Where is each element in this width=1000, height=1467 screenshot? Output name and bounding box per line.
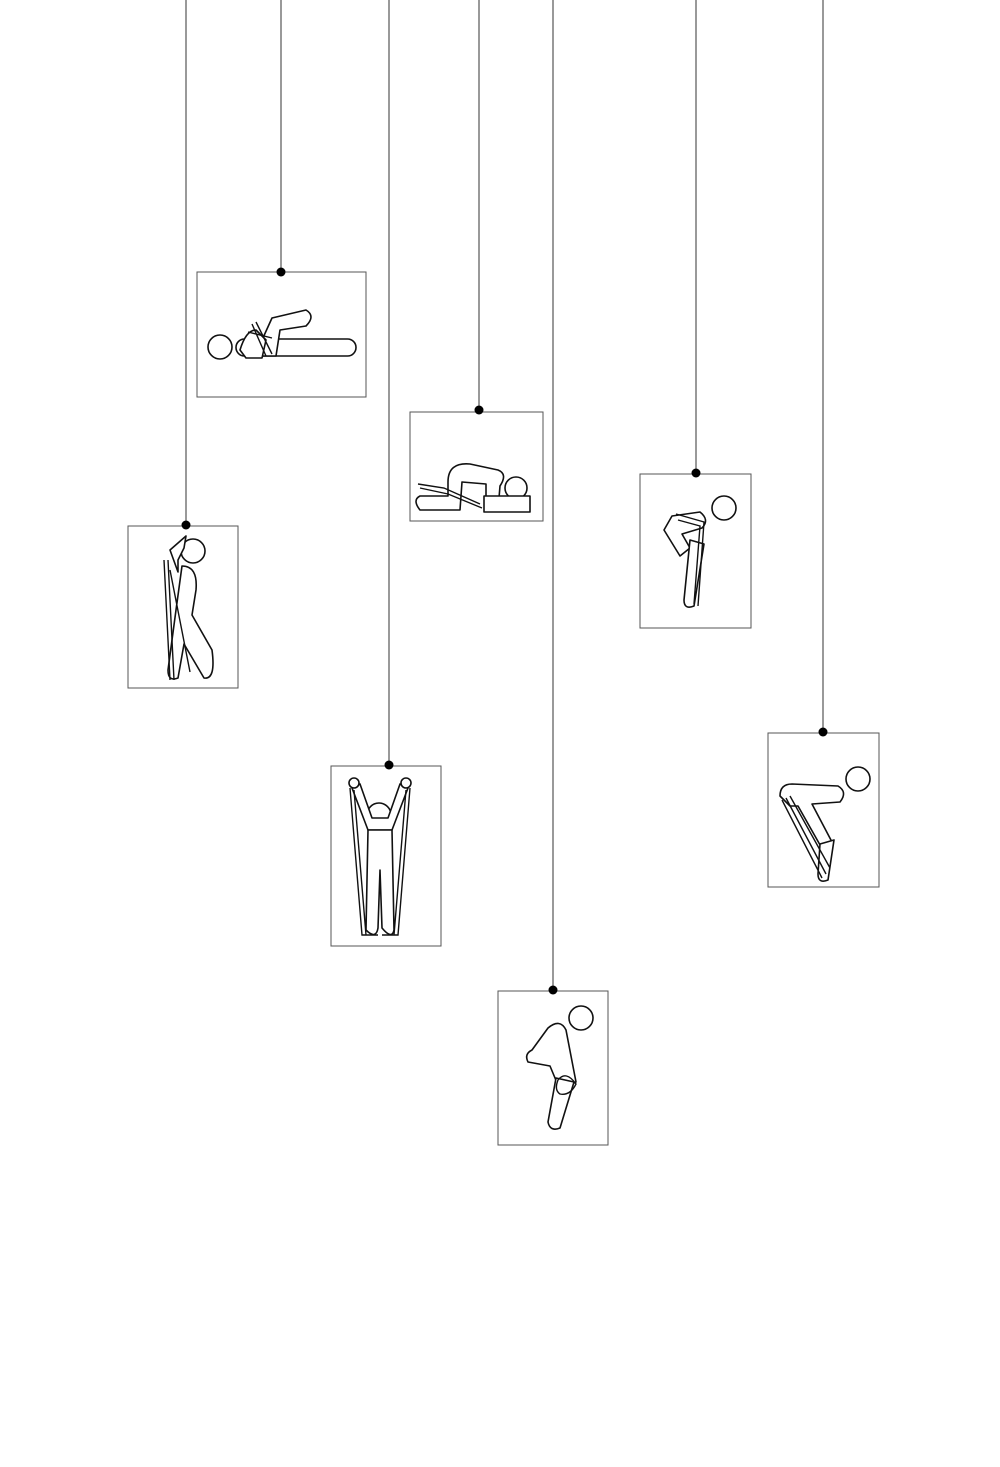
pin-dot: [548, 985, 558, 995]
pin-dot: [276, 267, 286, 277]
pin-dot: [691, 468, 701, 478]
kneeling-stretch-figure-icon: [415, 463, 531, 513]
standing-band-pull-figure-icon: [163, 535, 214, 681]
pin-dot: [474, 405, 484, 415]
overhead-band-raise-figure-icon: [348, 777, 412, 936]
seated-knee-raise-figure-icon: [663, 495, 737, 608]
pin-dot: [818, 727, 828, 737]
hanging-frame-4: [409, 0, 544, 522]
hanging-frame-1: [127, 0, 239, 689]
hanging-frame-3: [330, 0, 442, 947]
seated-knee-band-figure-icon: [525, 1005, 594, 1130]
hanging-frame-2: [196, 0, 367, 398]
hanging-frame-7: [767, 0, 880, 888]
lying-leg-curl-figure-icon: [207, 309, 357, 360]
hanging-frame-5: [497, 0, 609, 1146]
seated-leg-extension-figure-icon: [779, 766, 871, 882]
pin-dot: [384, 760, 394, 770]
pin-dot: [181, 520, 191, 530]
hanging-frame-6: [639, 0, 752, 629]
